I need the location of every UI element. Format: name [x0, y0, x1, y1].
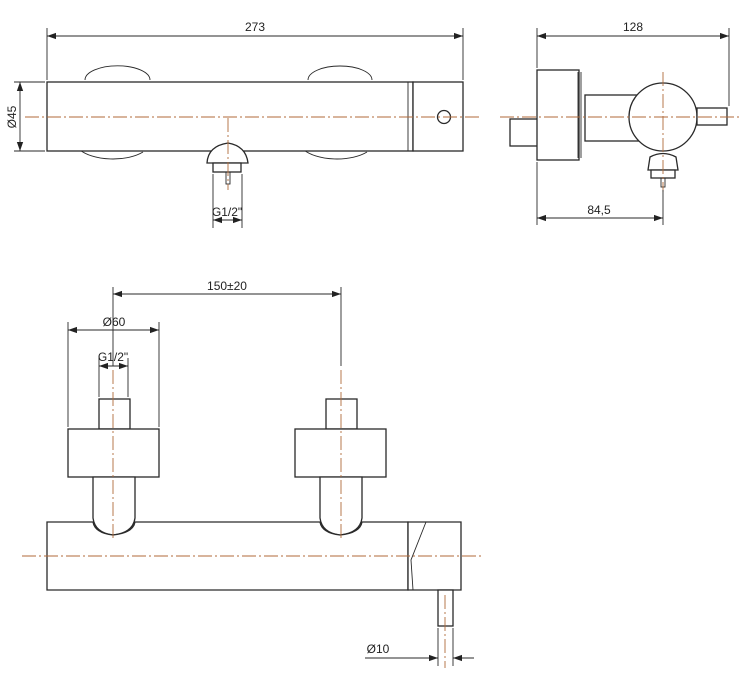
- dim-depth: 128: [623, 20, 643, 34]
- left-inlet-pipe: [92, 476, 136, 536]
- right-wall-disc: [307, 65, 373, 81]
- main-front-view: 150±20 Ø60 G1/2" Ø10: [22, 279, 484, 668]
- dim-overall-length: 273: [245, 20, 265, 34]
- right-escutcheon: [294, 428, 387, 478]
- dim-outlet-thread: G1/2": [212, 205, 242, 219]
- wall-stub: [509, 118, 539, 147]
- side-view: 128 84,5: [500, 20, 740, 225]
- left-inlet-thread: [98, 398, 131, 430]
- main-lever: [437, 589, 454, 627]
- left-escutcheon: [67, 428, 160, 478]
- dim-outlet-offset: 84,5: [587, 203, 611, 217]
- dim-inlet-thread: G1/2": [98, 350, 128, 364]
- dim-inlet-spacing: 150±20: [207, 279, 247, 293]
- mixer-body: [46, 81, 414, 152]
- dim-escutcheon-diameter: Ø60: [103, 315, 126, 329]
- dim-lever-diameter: Ø10: [367, 642, 390, 656]
- side-escutcheon: [536, 69, 580, 161]
- right-inlet-thread: [325, 398, 358, 430]
- top-front-view: 273 Ø45 G1/2": [5, 20, 480, 228]
- dim-body-diameter: Ø45: [5, 105, 19, 128]
- side-lever: [696, 107, 728, 126]
- left-wall-disc: [84, 65, 151, 81]
